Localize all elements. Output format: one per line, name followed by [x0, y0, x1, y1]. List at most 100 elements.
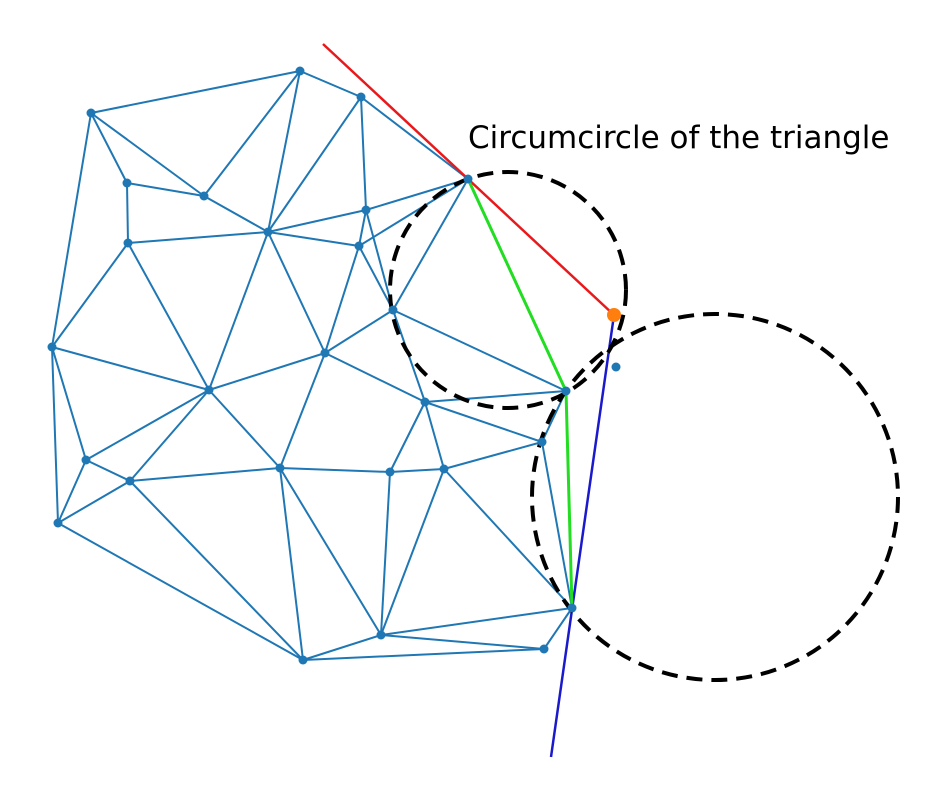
mesh-edge [85, 459, 131, 482]
mesh-edge [126, 182, 129, 244]
mesh-edge [380, 468, 445, 636]
mesh-edge [302, 648, 545, 661]
mesh-edge [324, 309, 394, 354]
mesh-point [376, 630, 386, 640]
mesh-edge [358, 245, 394, 311]
mesh-point [361, 205, 371, 215]
mesh-point [122, 178, 132, 188]
green-boundary-edges [466, 178, 574, 609]
mesh-edge [360, 96, 367, 211]
mesh-edge [380, 634, 545, 650]
mesh-point [439, 464, 449, 474]
mesh-edge [443, 441, 543, 470]
mesh-edge [85, 389, 210, 461]
mesh-edge [51, 112, 92, 348]
mesh-point [356, 92, 366, 102]
mesh-edge [51, 346, 59, 524]
mesh-point [537, 437, 547, 447]
mesh-edge [129, 467, 281, 482]
mesh-edge [365, 209, 394, 311]
mesh-edge [267, 209, 367, 233]
mesh-point [295, 66, 305, 76]
mesh-edges [51, 70, 573, 661]
mesh-point [123, 238, 133, 248]
mesh-edge [208, 352, 326, 391]
mesh-point [320, 348, 330, 358]
blue-tangent-line [549, 314, 616, 758]
mesh-edge [360, 96, 469, 180]
mesh-point [86, 108, 96, 118]
mesh-edge [358, 209, 367, 247]
mesh-edge [543, 607, 573, 650]
mesh-edge [203, 70, 301, 197]
mesh-point [385, 467, 395, 477]
mesh-edge [90, 112, 205, 197]
mesh-edge [129, 389, 210, 482]
mesh-edge [51, 346, 210, 391]
mesh-edge [57, 480, 131, 524]
mesh-point [388, 305, 398, 315]
mesh-edge [267, 70, 301, 233]
mesh-point [420, 397, 430, 407]
mesh-point [199, 191, 209, 201]
mesh-edge [51, 346, 87, 461]
mesh-point [561, 386, 571, 396]
mesh-edge [90, 112, 128, 184]
mesh-edge [279, 467, 391, 473]
mesh-edge [127, 231, 269, 244]
mesh-edge [126, 182, 205, 197]
mesh-edge [424, 401, 543, 443]
mesh-point [204, 385, 214, 395]
mesh-edge [279, 467, 382, 636]
mesh-point [567, 603, 577, 613]
mesh-edge [380, 471, 391, 636]
mesh-edge [389, 401, 426, 473]
mesh-edge [208, 389, 281, 469]
mesh-edge [129, 480, 304, 661]
mesh-point [463, 174, 473, 184]
mesh-edge [299, 70, 362, 98]
new-point [607, 308, 621, 322]
mesh-edge [443, 468, 573, 609]
mesh-point [354, 241, 364, 251]
circumcircle-upper [388, 170, 628, 410]
mesh-edge [208, 231, 269, 391]
mesh-edge [324, 352, 426, 403]
mesh-point [611, 362, 621, 372]
mesh-point [47, 342, 57, 352]
mesh-edge [541, 441, 573, 609]
mesh-edge [267, 231, 360, 247]
circumcircle-lower [530, 312, 900, 682]
mesh-edge [279, 467, 304, 661]
mesh-point [81, 455, 91, 465]
mesh-edge [279, 352, 326, 469]
mesh-edge [57, 522, 304, 661]
mesh-edge [302, 634, 382, 661]
mesh-edge [424, 390, 567, 403]
mesh-edge [424, 401, 445, 470]
mesh-edge [127, 242, 210, 391]
mesh-edge [392, 178, 469, 311]
mesh-edge [365, 178, 469, 211]
mesh-edge [324, 245, 360, 354]
circumcircles [388, 170, 900, 682]
mesh-point [263, 227, 273, 237]
mesh-edge [57, 459, 87, 524]
mesh-edge [90, 70, 301, 114]
mesh-edge [267, 96, 362, 233]
mesh-point [125, 476, 135, 486]
mesh-point [298, 655, 308, 665]
mesh-point [275, 463, 285, 473]
mesh-edge [203, 195, 269, 233]
mesh-points [47, 66, 621, 665]
mesh-edge [389, 468, 445, 473]
mesh-point [53, 518, 63, 528]
mesh-edge [358, 178, 469, 247]
mesh-edge [267, 231, 326, 354]
mesh-edge [51, 242, 129, 348]
mesh-edge [392, 309, 567, 392]
mesh-edge [380, 607, 573, 636]
mesh-point [539, 644, 549, 654]
